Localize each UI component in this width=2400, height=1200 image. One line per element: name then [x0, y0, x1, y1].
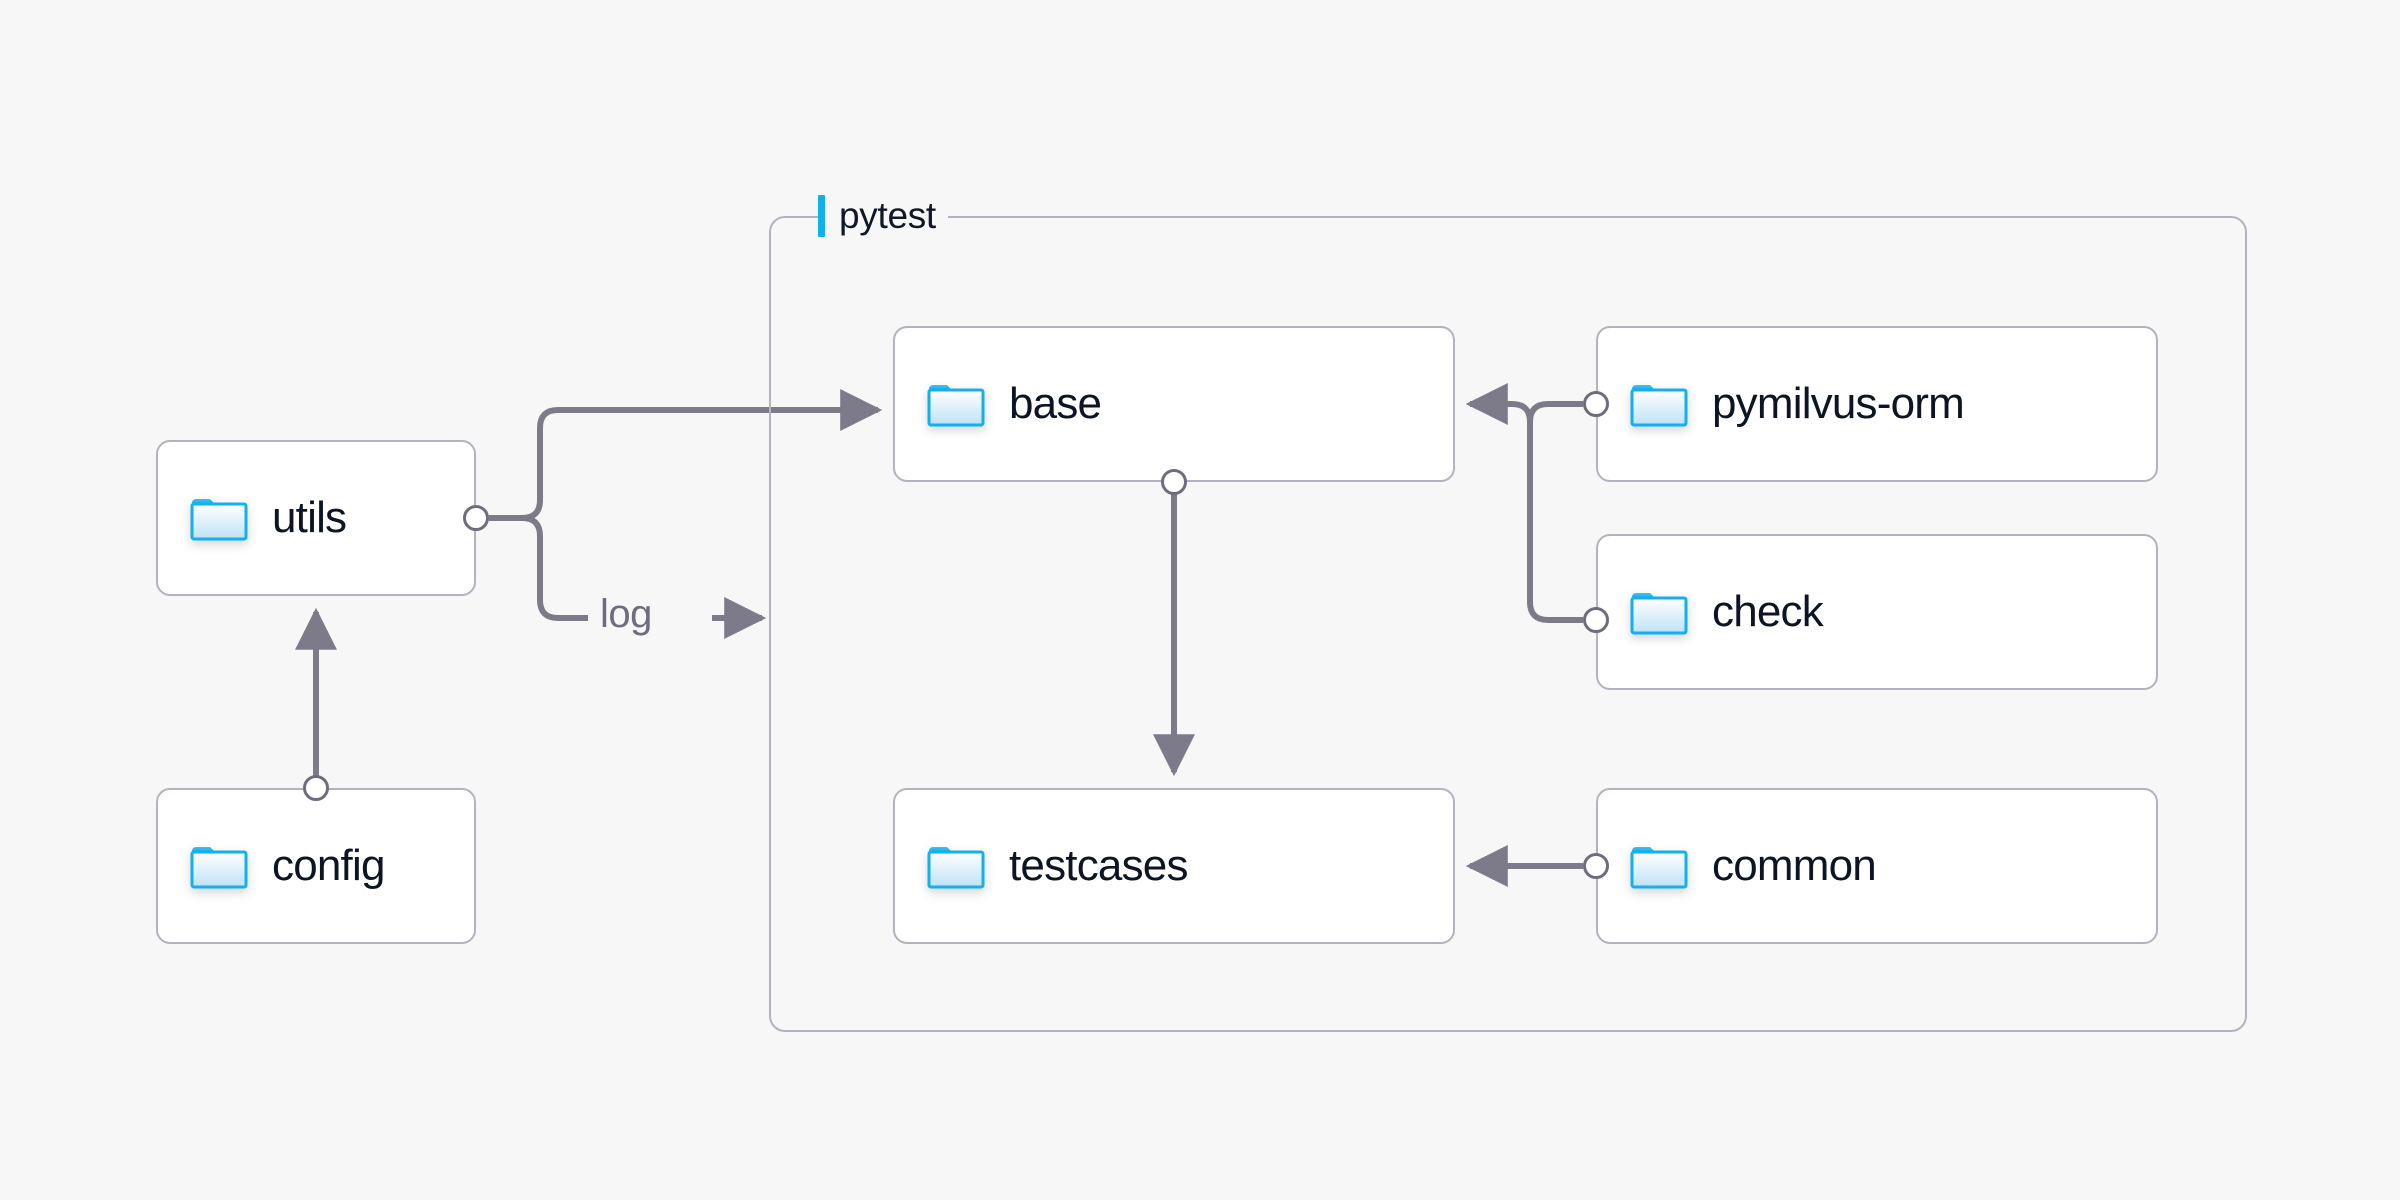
port-pymilvus-orm-left[interactable] [1583, 391, 1609, 417]
port-config-top[interactable] [303, 775, 329, 801]
node-label: config [272, 841, 385, 890]
port-common-left[interactable] [1583, 853, 1609, 879]
node-pymilvus-orm[interactable]: pymilvus-orm [1596, 326, 2158, 482]
folder-icon [927, 385, 985, 427]
folder-icon [190, 499, 248, 541]
node-label: utils [272, 493, 347, 542]
group-accent-bar [818, 195, 825, 237]
port-check-left[interactable] [1583, 607, 1609, 633]
edge-utils-to-log [521, 515, 588, 621]
node-label: common [1712, 841, 1877, 890]
node-label: check [1712, 587, 1824, 636]
port-utils-right[interactable] [463, 505, 489, 531]
node-label: pymilvus-orm [1712, 379, 1965, 428]
group-label-text: pytest [839, 195, 936, 236]
pytest-group-label: pytest [818, 194, 948, 238]
port-base-bottom[interactable] [1161, 469, 1187, 495]
node-label: testcases [1009, 841, 1188, 890]
node-common[interactable]: common [1596, 788, 2158, 944]
pytest-group-container[interactable] [769, 216, 2247, 1032]
node-label: base [1009, 379, 1102, 428]
node-utils[interactable]: utils [156, 440, 476, 596]
edge-label-log: log [600, 592, 652, 636]
node-testcases[interactable]: testcases [893, 788, 1455, 944]
node-check[interactable]: check [1596, 534, 2158, 690]
folder-icon [190, 847, 248, 889]
folder-icon [1630, 847, 1688, 889]
folder-icon [1630, 385, 1688, 427]
folder-icon [927, 847, 985, 889]
node-base[interactable]: base [893, 326, 1455, 482]
folder-icon [1630, 593, 1688, 635]
node-config[interactable]: config [156, 788, 476, 944]
